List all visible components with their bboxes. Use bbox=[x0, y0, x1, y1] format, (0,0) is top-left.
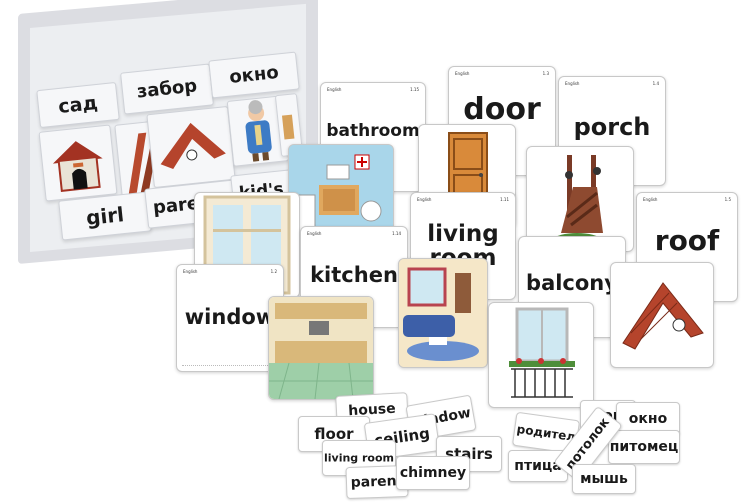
card-number: 1.2 bbox=[270, 269, 277, 274]
tile-mysh[interactable]: мышь bbox=[572, 464, 636, 494]
grandmother-picture bbox=[245, 100, 272, 162]
card-language: English bbox=[183, 269, 198, 274]
card-number: 1.15 bbox=[410, 87, 419, 92]
box-card-label: забор bbox=[135, 75, 199, 103]
card-number: 1.4 bbox=[652, 81, 659, 86]
tile-label: птица bbox=[514, 458, 562, 474]
box-card-grandmother[interactable] bbox=[226, 95, 290, 167]
picture-card-living-room[interactable] bbox=[398, 258, 488, 368]
roof-picture bbox=[160, 122, 226, 169]
picture-card-roof[interactable] bbox=[610, 262, 714, 368]
card-word: window bbox=[184, 305, 276, 329]
kitchen-picture bbox=[269, 297, 373, 399]
card-language: English bbox=[565, 81, 580, 86]
card-word: kitchen bbox=[310, 263, 398, 287]
box-card-roof[interactable] bbox=[146, 105, 236, 189]
tile-label: chimney bbox=[399, 465, 467, 481]
roof-picture bbox=[622, 282, 704, 350]
tile-pitomets[interactable]: питомец bbox=[608, 430, 680, 464]
tile-chimney[interactable]: chimney bbox=[396, 456, 470, 490]
card-word: roof bbox=[654, 224, 720, 257]
tile-label: родител bbox=[515, 421, 577, 445]
tile-label: living room bbox=[323, 451, 395, 465]
picture-card-bathroom[interactable] bbox=[288, 144, 394, 238]
card-word-line1: living bbox=[427, 221, 499, 247]
card-language: English bbox=[327, 87, 342, 92]
card-language: English bbox=[643, 197, 658, 202]
card-number: 1.11 bbox=[500, 197, 509, 202]
card-language: English bbox=[455, 71, 470, 76]
bathroom-picture bbox=[289, 145, 393, 237]
card-footer-line bbox=[182, 365, 278, 368]
doghouse-picture bbox=[52, 141, 103, 192]
tile-label: мышь bbox=[580, 471, 628, 487]
card-word: bathroom bbox=[326, 121, 420, 141]
card-word: door bbox=[463, 92, 541, 127]
box-card-doghouse[interactable] bbox=[38, 124, 118, 202]
picture-card-kitchen[interactable] bbox=[268, 296, 374, 400]
card-word: porch bbox=[573, 113, 651, 141]
picture-card-balcony[interactable] bbox=[488, 302, 594, 408]
box-card-label: girl bbox=[84, 202, 126, 230]
balcony-picture bbox=[509, 307, 575, 398]
card-number: 1.3 bbox=[542, 71, 549, 76]
living-room-picture bbox=[399, 259, 487, 367]
card-language: English bbox=[417, 197, 432, 202]
card-word: balcony bbox=[526, 271, 618, 295]
box-card-label: окно bbox=[228, 61, 280, 89]
tile-label: окно bbox=[628, 411, 668, 427]
tile-label: floor bbox=[314, 425, 354, 443]
tile-label: питомец bbox=[609, 439, 679, 455]
box-card-label: сад bbox=[57, 91, 99, 119]
card-language: English bbox=[307, 231, 322, 236]
card-number: 1.14 bbox=[392, 231, 401, 236]
card-number: 1.5 bbox=[724, 197, 731, 202]
